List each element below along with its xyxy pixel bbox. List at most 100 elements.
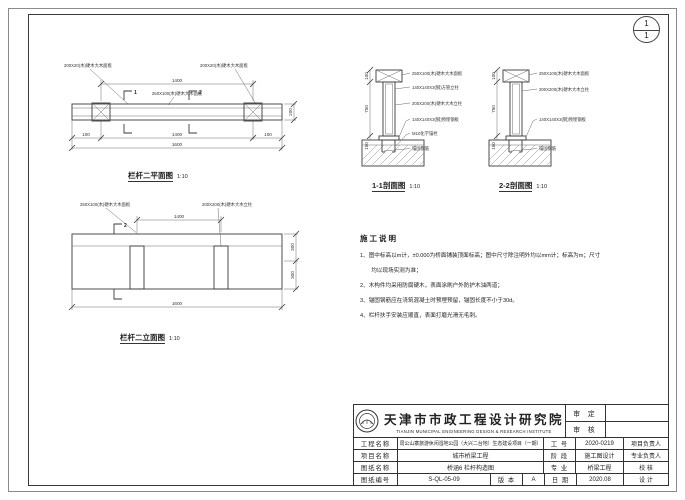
dim-label: 200	[288, 108, 293, 116]
cut-mark-label: 2	[199, 90, 202, 96]
field-label: 图纸编号	[354, 474, 398, 485]
stage-value: 施工图设计	[576, 450, 624, 461]
view-scale: 1:10	[409, 184, 421, 190]
view-title-text: 栏杆二平面图	[128, 171, 173, 182]
elevation-body	[71, 233, 283, 290]
dim-label: 1400	[174, 214, 185, 219]
field-label: 图纸名称	[354, 462, 398, 473]
plan-section-cut-marks: 1 2	[123, 90, 202, 134]
version-value: A	[523, 474, 545, 485]
approval-row: 审 核	[566, 421, 668, 438]
part-label: 200X20(木)硬木大木面板	[200, 62, 248, 69]
part-label: 140X140X3(钢)预埋钢板	[539, 116, 587, 123]
view-scale: 1:10	[177, 174, 188, 180]
institute-name-en: TIANJIN MUNICIPAL ENGINEERING DESIGN & R…	[396, 428, 552, 434]
reviewer-signature-cell	[606, 422, 668, 438]
part-label: 140X140X3(钢)方管立柱	[412, 84, 460, 91]
note-line: 1、图中标高以m计，±0.000为桥面铺装顶面标高；图中尺寸除注明外均以mm计；…	[360, 253, 601, 259]
part-label: 250X100(木)硬木大木面板	[539, 70, 590, 77]
dim-label: 150	[491, 142, 496, 150]
page-number-top: 1	[644, 19, 649, 28]
reviewer-label: 审 核	[566, 421, 606, 437]
institute-logo-icon	[355, 409, 379, 433]
note-line: 3、锚固钢筋应在浇筑混凝土时预埋预留，锚固长度不小于30d。	[360, 297, 518, 304]
dim-label: 1600	[172, 301, 183, 306]
cut-mark-label: 2	[124, 223, 127, 229]
view-scale: 1:10	[169, 336, 180, 342]
part-label: 锚固钢筋	[412, 145, 430, 152]
section-2-2: 100 750 150 250X100(木)硬木大木面板 200X200(木)硬…	[488, 66, 590, 167]
field-label: 阶 段	[544, 450, 576, 461]
part-label: 200X20(木)硬木大木面板	[64, 62, 112, 69]
role-label: 校 核	[639, 466, 653, 472]
page-number-bottom: 1	[644, 31, 649, 40]
dim-label: 1400	[172, 132, 183, 137]
elevation-top-dimension: 1400	[133, 214, 225, 232]
title-block-row-sheet-number: 图纸编号 S-QL-05-09 版 本 A 日 期 2020.08 设 计	[354, 474, 668, 485]
title-block-header-row: 天津市市政工程设计研究院 TIANJIN MUNICIPAL ENGINEERI…	[354, 405, 668, 438]
section-2-2-labels: 250X100(木)硬木大木面板 200X200(木)硬木大木立柱 140X14…	[510, 70, 590, 152]
page-number-divider	[634, 29, 659, 31]
construction-notes: 施工说明 1、图中标高以m计，±0.000为桥面铺装顶面标高；图中尺寸除注明外均…	[360, 233, 601, 326]
view-title-text: 2-2剖面图	[499, 181, 533, 192]
field-label: 专 业	[544, 462, 576, 473]
part-label: 250X100(木)硬木大木面板	[152, 90, 203, 97]
item-name-value: 城市桥梁工程	[398, 450, 544, 461]
section-1-1-left-dims: 100 750 150	[364, 66, 374, 150]
title-block-row-item: 项目名称 城市桥梁工程 阶 段 施工图设计 专业负责人	[354, 450, 668, 462]
approval-cells: 审 定 审 核	[566, 405, 668, 437]
plan-top-dimension: 1400	[97, 78, 257, 101]
field-label: 版 本	[491, 474, 523, 485]
sheet-number-value: S-QL-05-09	[398, 474, 491, 485]
project-name-value: 周公山寨旅游休闲湿地公园（大兴二台地）生态建设项目（一期）	[398, 438, 544, 449]
note-line: 4、栏杆扶手安装应顺直，表面打磨光滑无毛刺。	[360, 312, 481, 319]
elevation-cut-marks: 2	[113, 223, 127, 300]
view-scale: 1:10	[536, 184, 548, 190]
dim-label: 150	[364, 142, 369, 150]
elevation-view-title: 栏杆二立面图 1:10	[120, 332, 180, 344]
plan-view-title: 栏杆二平面图 1:10	[128, 170, 188, 182]
field-label: 工 号	[544, 438, 576, 449]
part-label: M10化学锚栓	[412, 130, 438, 137]
cut-mark-label: 1	[134, 90, 137, 96]
discipline-value: 桥梁工程	[576, 462, 624, 473]
dim-label: 100	[364, 72, 369, 80]
institute-name: 天津市市政工程设计研究院 TIANJIN MUNICIPAL ENGINEERI…	[384, 409, 564, 434]
elevation-bottom-dimension: 1600	[68, 289, 286, 311]
plan-leader-labels: 200X20(木)硬木大木面板 200X20(木)硬木大木面板 250X100(…	[64, 62, 257, 106]
part-label: 140X140X3(钢)预埋钢板	[412, 116, 460, 123]
title-block-row-sheet-name: 图纸名称 桥涵6 栏杆构造图 专 业 桥梁工程 校 核	[354, 462, 668, 474]
part-label: 锚固钢筋	[539, 145, 557, 152]
dim-label: 1400	[172, 78, 183, 83]
section-2-2-left-dims: 100 750 150	[491, 66, 501, 150]
role-label: 设 计	[639, 478, 653, 484]
dim-label: 100	[264, 132, 272, 137]
part-label: 200X200(木)硬木大木立柱	[539, 86, 590, 93]
elevation-view-drawing: 250X100(木)硬木大木面板 200X200(木)硬木大木立柱 1400 2	[68, 201, 300, 311]
approver-signature-cell	[606, 405, 668, 421]
notes-title: 施工说明	[360, 234, 398, 243]
page-number-bubble: 1 1	[633, 16, 660, 43]
part-label: 200X200(木)硬木大木立柱	[202, 201, 253, 208]
sheet-name-value: 桥涵6 栏杆构造图	[398, 462, 544, 473]
date-value: 2020.08	[577, 474, 624, 485]
title-block: 天津市市政工程设计研究院 TIANJIN MUNICIPAL ENGINEERI…	[353, 404, 669, 486]
sheet-outer-frame	[8, 8, 677, 492]
institute-name-cn: 天津市市政工程设计研究院	[383, 412, 564, 427]
dim-label: 750	[364, 105, 369, 113]
section-1-1: 100 750 150 250X100(木)硬木大木面板 140X140X3(钢…	[361, 66, 463, 167]
dim-label: 750	[491, 105, 496, 113]
elevation-leader-labels: 250X100(木)硬木大木面板 200X200(木)硬木大木立柱	[80, 201, 253, 247]
approver-label: 审 定	[566, 405, 606, 421]
view-title-text: 栏杆二立面图	[120, 333, 165, 344]
plan-rail-body	[71, 102, 283, 122]
plan-bottom-dimensions: 100 1400 100 1600	[68, 120, 286, 152]
elevation-right-dimensions: 300 300	[284, 230, 300, 293]
dim-label: 100	[491, 72, 496, 80]
view-title-text: 1-1剖面图	[372, 181, 406, 192]
part-label: 250X100(木)硬木大木面板	[412, 70, 463, 77]
role-label: 项目负责人	[630, 442, 661, 448]
